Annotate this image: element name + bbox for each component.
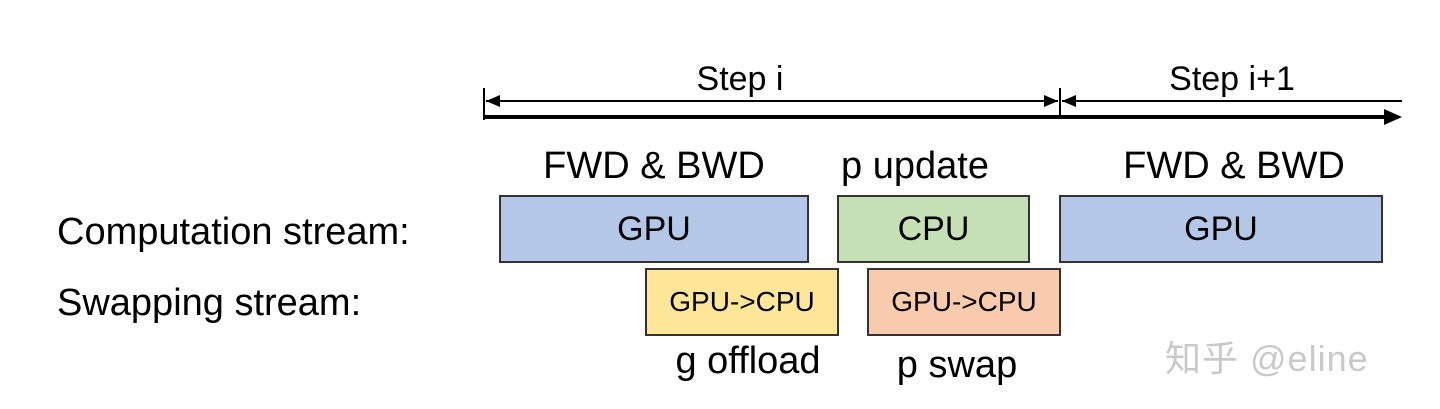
swapping-stream-label: Swapping stream:: [57, 282, 362, 324]
p-transfer-block: GPU->CPU: [867, 268, 1061, 336]
step-i-left-arrowhead: [486, 95, 500, 107]
step-i1-left-arrowhead: [1062, 95, 1076, 107]
phase-p-update: p update: [841, 145, 989, 187]
cpu-block: CPU: [837, 195, 1030, 263]
phase-fwd-bwd-2: FWD & BWD: [1123, 145, 1345, 187]
gpu-block-step-i1: GPU: [1059, 195, 1383, 263]
timeline-arrowhead: [1384, 109, 1402, 125]
computation-stream-label: Computation stream:: [57, 211, 410, 253]
p-swap-caption: p swap: [896, 344, 1018, 386]
step-i1-label: Step i+1: [1169, 60, 1295, 98]
watermark-text: 知乎 @eline: [1165, 338, 1369, 379]
g-offload-caption: g offload: [675, 340, 821, 382]
g-transfer-block: GPU->CPU: [645, 268, 839, 336]
step-i-right-arrowhead: [1044, 95, 1058, 107]
phase-fwd-bwd-1: FWD & BWD: [543, 145, 765, 187]
step-i-label: Step i: [696, 60, 784, 98]
gpu-block-step-i: GPU: [499, 195, 809, 263]
